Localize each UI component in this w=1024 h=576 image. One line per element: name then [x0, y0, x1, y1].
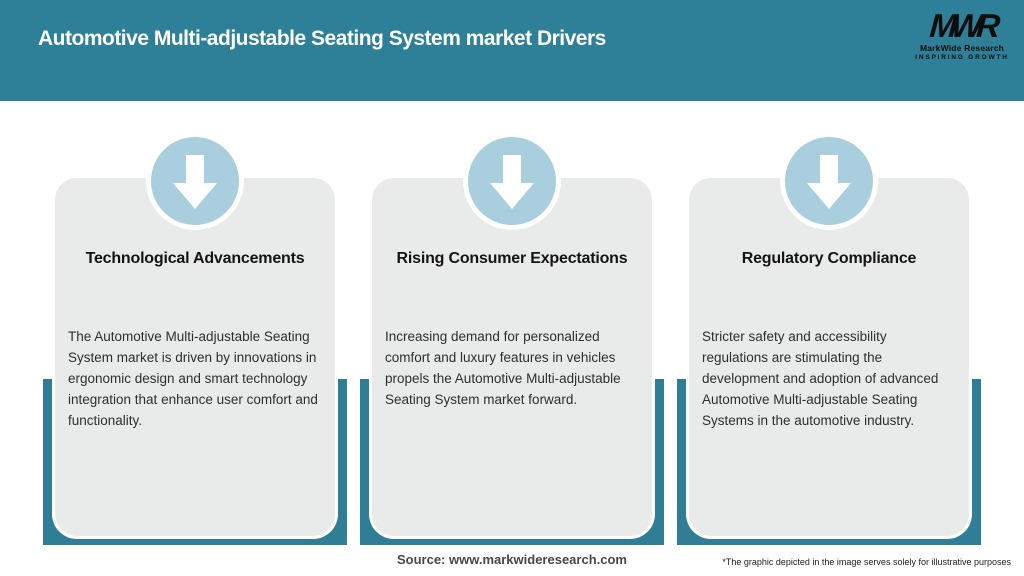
card-title: Regulatory Compliance: [741, 250, 917, 267]
disclaimer-note: *The graphic depicted in the image serve…: [722, 557, 1011, 567]
markwide-research-logo: MWR MarkWide Research INSPIRING GROWTH: [914, 7, 1010, 61]
driver-card: [372, 178, 652, 536]
logo-company-name: MarkWide Research: [919, 43, 1005, 53]
card-description: Stricter safety and accessibility regula…: [702, 329, 939, 428]
logo-tagline: INSPIRING GROWTH: [915, 54, 1009, 61]
source-attribution: Source: www.markwideresearch.com: [396, 552, 627, 567]
card-title: Rising Consumer Expectations: [396, 250, 628, 267]
page-title: Automotive Multi-adjustable Seating Syst…: [38, 27, 606, 50]
driver-card: [689, 178, 969, 536]
card-title: Technological Advancements: [85, 250, 305, 267]
card-description: The Automotive Multi-adjustable Seating …: [68, 329, 318, 428]
down-arrow-icon: [807, 155, 851, 209]
driver-card: [55, 178, 335, 536]
down-arrow-icon: [490, 155, 534, 209]
down-arrow-icon: [173, 155, 217, 209]
icon-circle: [785, 137, 873, 225]
icon-circle: [468, 137, 556, 225]
header-band: Automotive Multi-adjustable Seating Syst…: [0, 0, 1024, 101]
card-description: Increasing demand for personalized comfo…: [385, 329, 621, 407]
icon-circle: [151, 137, 239, 225]
